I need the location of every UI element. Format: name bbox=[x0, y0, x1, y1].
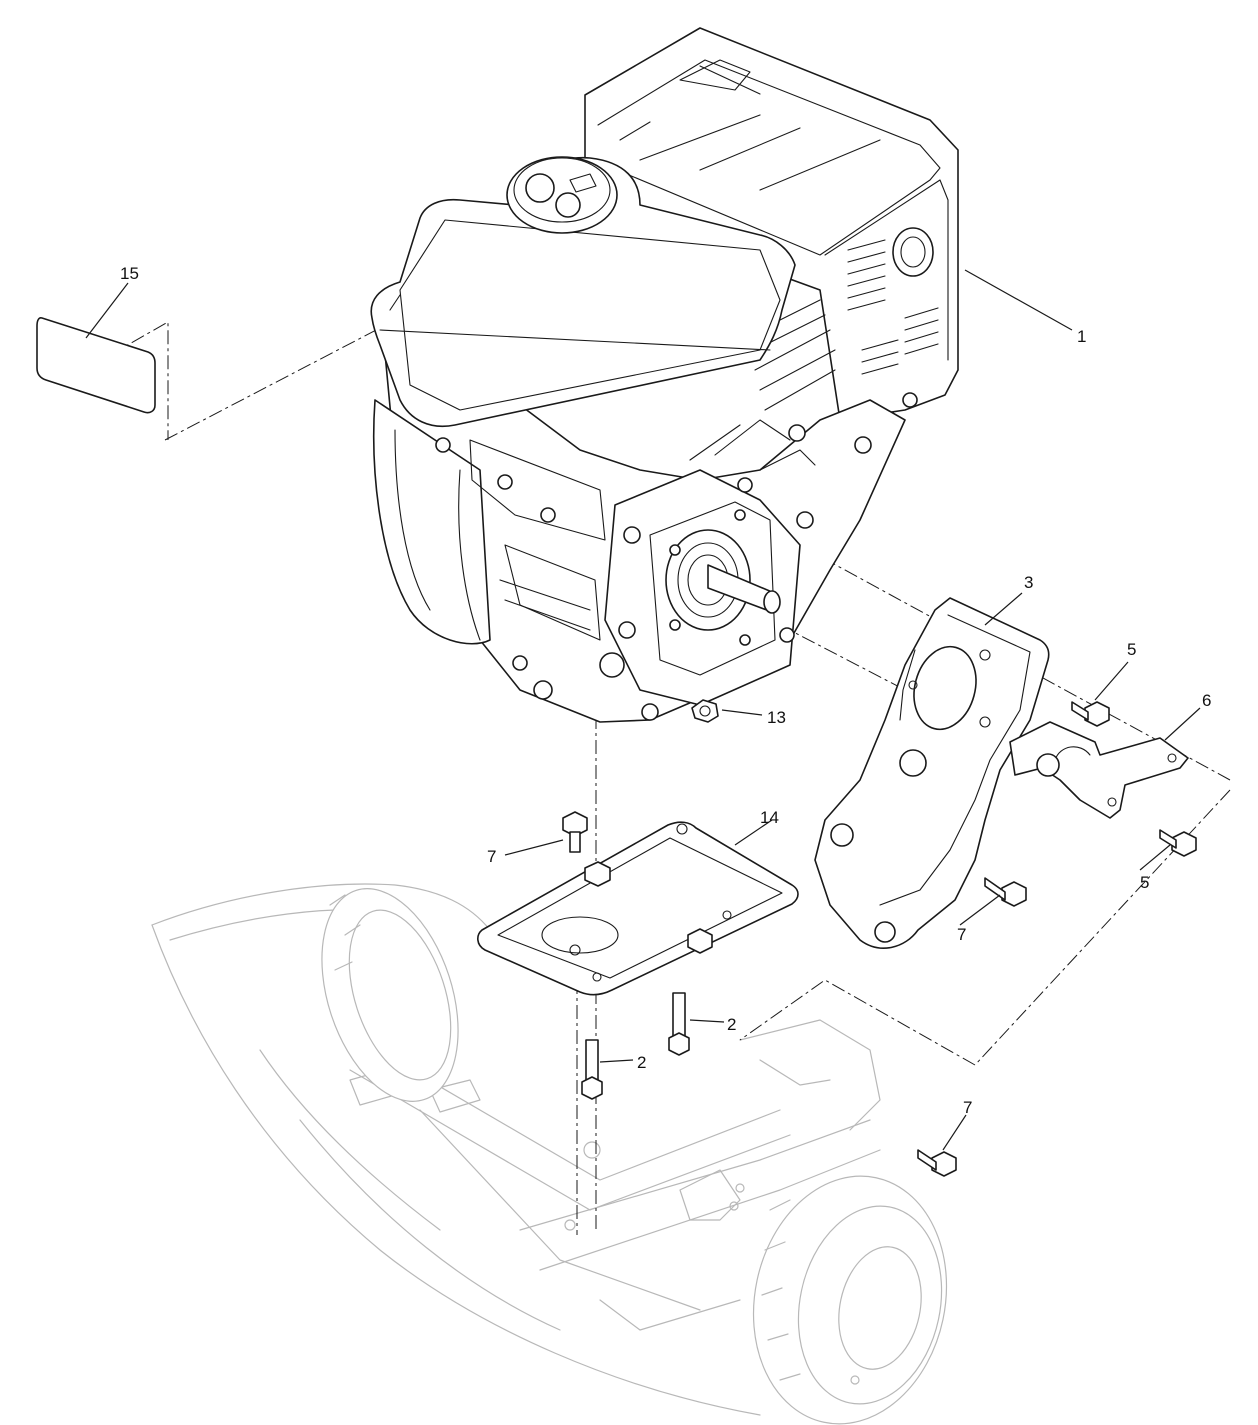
callout-3: 3 bbox=[1024, 573, 1033, 592]
callout-7-lower: 7 bbox=[963, 1098, 972, 1117]
callout-7-left: 7 bbox=[487, 847, 496, 866]
bolt-5-upper bbox=[1071, 701, 1110, 727]
callout-2-right: 2 bbox=[727, 1015, 736, 1034]
shroud-vents bbox=[847, 227, 939, 375]
engine-assembly bbox=[370, 27, 959, 723]
callout-1: 1 bbox=[1077, 327, 1086, 346]
callout-5-upper: 5 bbox=[1127, 640, 1136, 659]
engine-plate bbox=[477, 821, 799, 996]
decal-part bbox=[36, 317, 156, 414]
callout-labels: 15 1 3 5 6 13 14 7 5 7 2 2 7 bbox=[120, 264, 1211, 1117]
bolt-7-lower bbox=[917, 1149, 957, 1177]
nut-13 bbox=[691, 699, 719, 723]
bolt-2-left bbox=[581, 1039, 603, 1100]
small-bracket bbox=[1009, 721, 1189, 819]
callout-13: 13 bbox=[767, 708, 786, 727]
leader-lines bbox=[85, 269, 1201, 1151]
fasteners bbox=[562, 699, 1197, 1177]
bolt-7-upper-left bbox=[562, 811, 588, 853]
callout-15: 15 bbox=[120, 264, 139, 283]
bolt-5-lower bbox=[1159, 829, 1197, 857]
bolt-7-bracket bbox=[984, 877, 1027, 907]
callout-14: 14 bbox=[760, 808, 779, 827]
callout-5-lower: 5 bbox=[1140, 873, 1149, 892]
ghost-chassis bbox=[151, 883, 948, 1425]
cover-bolts bbox=[435, 392, 918, 721]
mounting-bracket bbox=[814, 597, 1050, 949]
bolt-2-right bbox=[668, 992, 690, 1056]
callout-2-left: 2 bbox=[637, 1053, 646, 1072]
callout-7-bracket: 7 bbox=[957, 925, 966, 944]
callout-6: 6 bbox=[1202, 691, 1211, 710]
